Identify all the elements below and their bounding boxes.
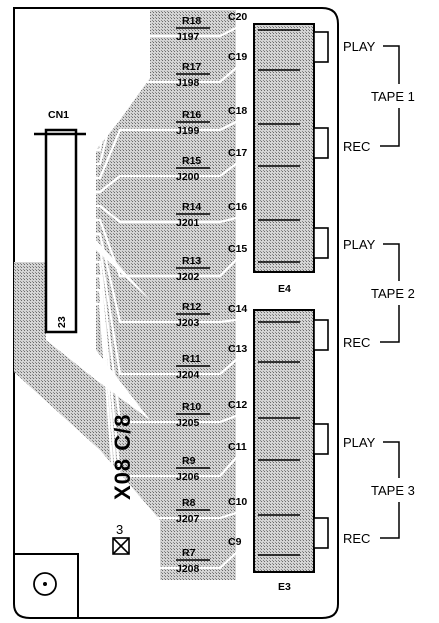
tape-bracket [380, 441, 400, 539]
tape-rec-label: REC [343, 139, 370, 154]
resistor-label: R9 [182, 455, 196, 467]
capacitor-label: C18 [228, 105, 247, 117]
tape-play-label: PLAY [343, 39, 376, 54]
jack-block-e4 [253, 23, 315, 273]
trace-line [76, 204, 262, 224]
board-model-text: X08 C/8 [110, 414, 135, 501]
jack-block-label-e3: E3 [278, 581, 291, 593]
tape-name-label: TAPE 2 [371, 286, 415, 301]
resistor-label: R17 [182, 61, 201, 73]
capacitor-label: C19 [228, 51, 247, 63]
connector-cn1-label: CN1 [48, 109, 69, 121]
resistor-label: R15 [182, 155, 201, 167]
trace-line [76, 288, 262, 520]
jumper-label: J200 [176, 171, 200, 183]
tape-rec-label: REC [343, 335, 370, 350]
trace-line [76, 26, 262, 152]
trace-line [76, 274, 262, 478]
capacitor-label: C13 [228, 343, 247, 355]
connector-pin-label: 23 [56, 316, 68, 328]
jumper-label: J198 [176, 77, 200, 89]
jack-tab [313, 227, 329, 259]
resistor-label: R18 [182, 15, 201, 27]
mount-corner [14, 553, 79, 618]
tape-name-label: TAPE 3 [371, 483, 415, 498]
capacitor-label: C20 [228, 11, 247, 23]
resistor-label: R10 [182, 401, 201, 413]
test-point-number: 3 [116, 522, 123, 537]
trace-line [76, 66, 262, 166]
trace-line [76, 246, 262, 376]
resistor-label: R16 [182, 109, 201, 121]
jack-tab [313, 423, 329, 455]
mounting-hole-center [43, 582, 47, 586]
jumper-label: J205 [176, 417, 200, 429]
trace-line [76, 302, 262, 570]
tape-play-label: PLAY [343, 237, 376, 252]
jack-tab [313, 31, 329, 63]
capacitor-label: C12 [228, 399, 247, 411]
capacitor-label: C16 [228, 201, 247, 213]
resistor-label: R11 [182, 353, 201, 365]
jumper-label: J204 [176, 369, 200, 381]
jack-tab [313, 517, 329, 549]
jack-tab [313, 319, 329, 351]
connector-cn1 [44, 128, 78, 334]
capacitor-label: C10 [228, 496, 247, 508]
capacitor-label: C9 [228, 536, 242, 548]
jumper-label: J206 [176, 471, 200, 483]
jumper-label: J207 [176, 513, 200, 525]
capacitor-label: C14 [228, 303, 247, 315]
trace-line [76, 120, 262, 180]
tape-play-label: PLAY [343, 435, 376, 450]
jumper-label: J208 [176, 563, 200, 575]
jumper-label: J201 [176, 217, 200, 229]
resistor-label: R8 [182, 497, 196, 509]
trace-lines [76, 26, 262, 570]
trace-line [76, 218, 262, 278]
resistor-label: R12 [182, 301, 201, 313]
jumper-label: J197 [176, 31, 200, 43]
trace-line [76, 260, 262, 424]
jumper-label: J203 [176, 317, 200, 329]
test-point-cross-b [112, 537, 130, 555]
tape-bracket [380, 243, 400, 343]
trace-line [76, 232, 262, 324]
tape-bracket [380, 45, 400, 147]
jack-block-label-e4: E4 [278, 283, 291, 295]
capacitor-label: C15 [228, 243, 247, 255]
tape-labels: PLAY REC TAPE 1 PLAY REC TAPE 2 PLAY REC TAPE 3 [343, 39, 415, 546]
tape-rec-label: REC [343, 531, 370, 546]
jumper-label: J202 [176, 271, 200, 283]
jack-contacts [258, 29, 329, 556]
trace-line [76, 162, 262, 194]
capacitor-label: C11 [228, 441, 247, 453]
resistor-label: R7 [182, 547, 196, 559]
resistor-label: R13 [182, 255, 201, 267]
jumper-label: J199 [176, 125, 200, 137]
resistor-label: R14 [182, 201, 201, 213]
jack-tab [313, 127, 329, 159]
copper-pour-mid [96, 250, 236, 420]
capacitor-label: C17 [228, 147, 247, 159]
jack-block-e3 [253, 309, 315, 573]
tape-name-label: TAPE 1 [371, 89, 415, 104]
